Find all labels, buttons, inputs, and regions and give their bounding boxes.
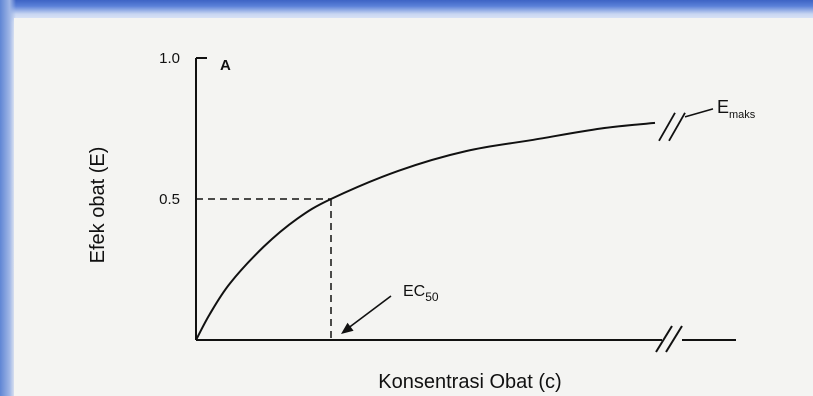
- ec50-arrowhead: [341, 322, 354, 334]
- axes-group: [195, 57, 736, 353]
- x-axis-break-mark: [655, 325, 673, 353]
- slide-left-edge: [0, 0, 16, 396]
- curve-break-mark: [668, 112, 686, 142]
- panel-label: A: [220, 57, 231, 74]
- y-tick-label: 0.5: [159, 191, 180, 208]
- ec50-label-sub: 50: [425, 290, 439, 304]
- y-tick-label: 1.0: [159, 50, 180, 67]
- ec50-label-main: EC: [403, 283, 425, 300]
- emax-label-sub: maks: [729, 109, 756, 121]
- emax-label-main: E: [717, 97, 729, 117]
- scanned-paper-background: [14, 18, 813, 396]
- ec50-arrow: [346, 295, 392, 330]
- x-axis-break-mark: [665, 325, 683, 353]
- curve-break-mark: [658, 112, 676, 142]
- y-axis-label: Efek obat (E): [87, 147, 109, 264]
- dose-response-curve: [195, 121, 656, 341]
- x-axis-label: Konsentrasi Obat (c): [378, 371, 561, 393]
- ec50-label: EC50: [403, 283, 439, 304]
- emax-label: Emaks: [717, 97, 756, 121]
- emax-leader-line: [684, 108, 714, 118]
